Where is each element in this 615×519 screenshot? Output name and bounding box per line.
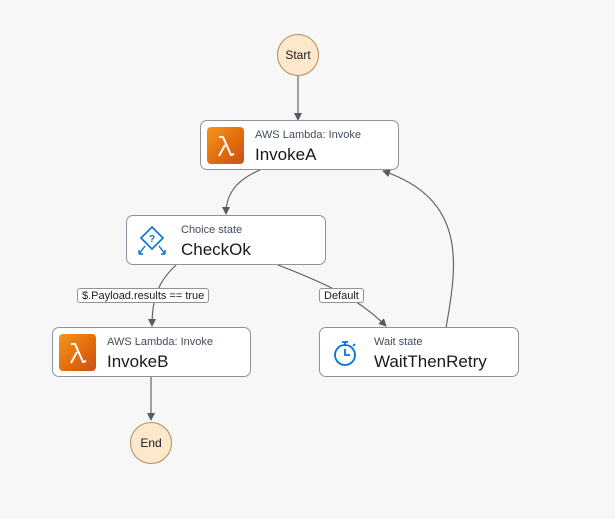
state-type-label: AWS Lambda: Invoke <box>107 336 213 348</box>
state-name: WaitThenRetry <box>374 352 487 371</box>
state-checkok[interactable]: ? Choice state CheckOk <box>126 215 326 265</box>
edge-waitthenretry-to-invokea <box>382 169 454 329</box>
state-name: CheckOk <box>181 240 251 259</box>
svg-text:?: ? <box>148 234 154 245</box>
transition-label-default: Default <box>319 288 364 303</box>
edge-invokea-to-checkok <box>222 169 261 215</box>
start-label: Start <box>285 48 311 62</box>
state-invokeb[interactable]: AWS Lambda: Invoke InvokeB <box>52 327 251 377</box>
state-name: InvokeA <box>255 145 317 164</box>
state-name: InvokeB <box>107 352 169 371</box>
end-label: End <box>140 436 162 450</box>
stopwatch-icon <box>326 334 363 371</box>
state-type-label: AWS Lambda: Invoke <box>255 129 361 141</box>
end-node[interactable]: End <box>130 422 172 464</box>
transition-label-true: $.Payload.results == true <box>77 288 210 303</box>
state-type-label: Choice state <box>181 224 243 236</box>
state-invokea[interactable]: AWS Lambda: Invoke InvokeA <box>200 120 399 170</box>
lambda-icon <box>207 127 244 164</box>
lambda-icon <box>59 334 96 371</box>
start-node[interactable]: Start <box>277 34 319 76</box>
state-waitthenretry[interactable]: Wait state WaitThenRetry <box>319 327 519 377</box>
choice-icon: ? <box>133 222 170 259</box>
state-type-label: Wait state <box>374 336 423 348</box>
